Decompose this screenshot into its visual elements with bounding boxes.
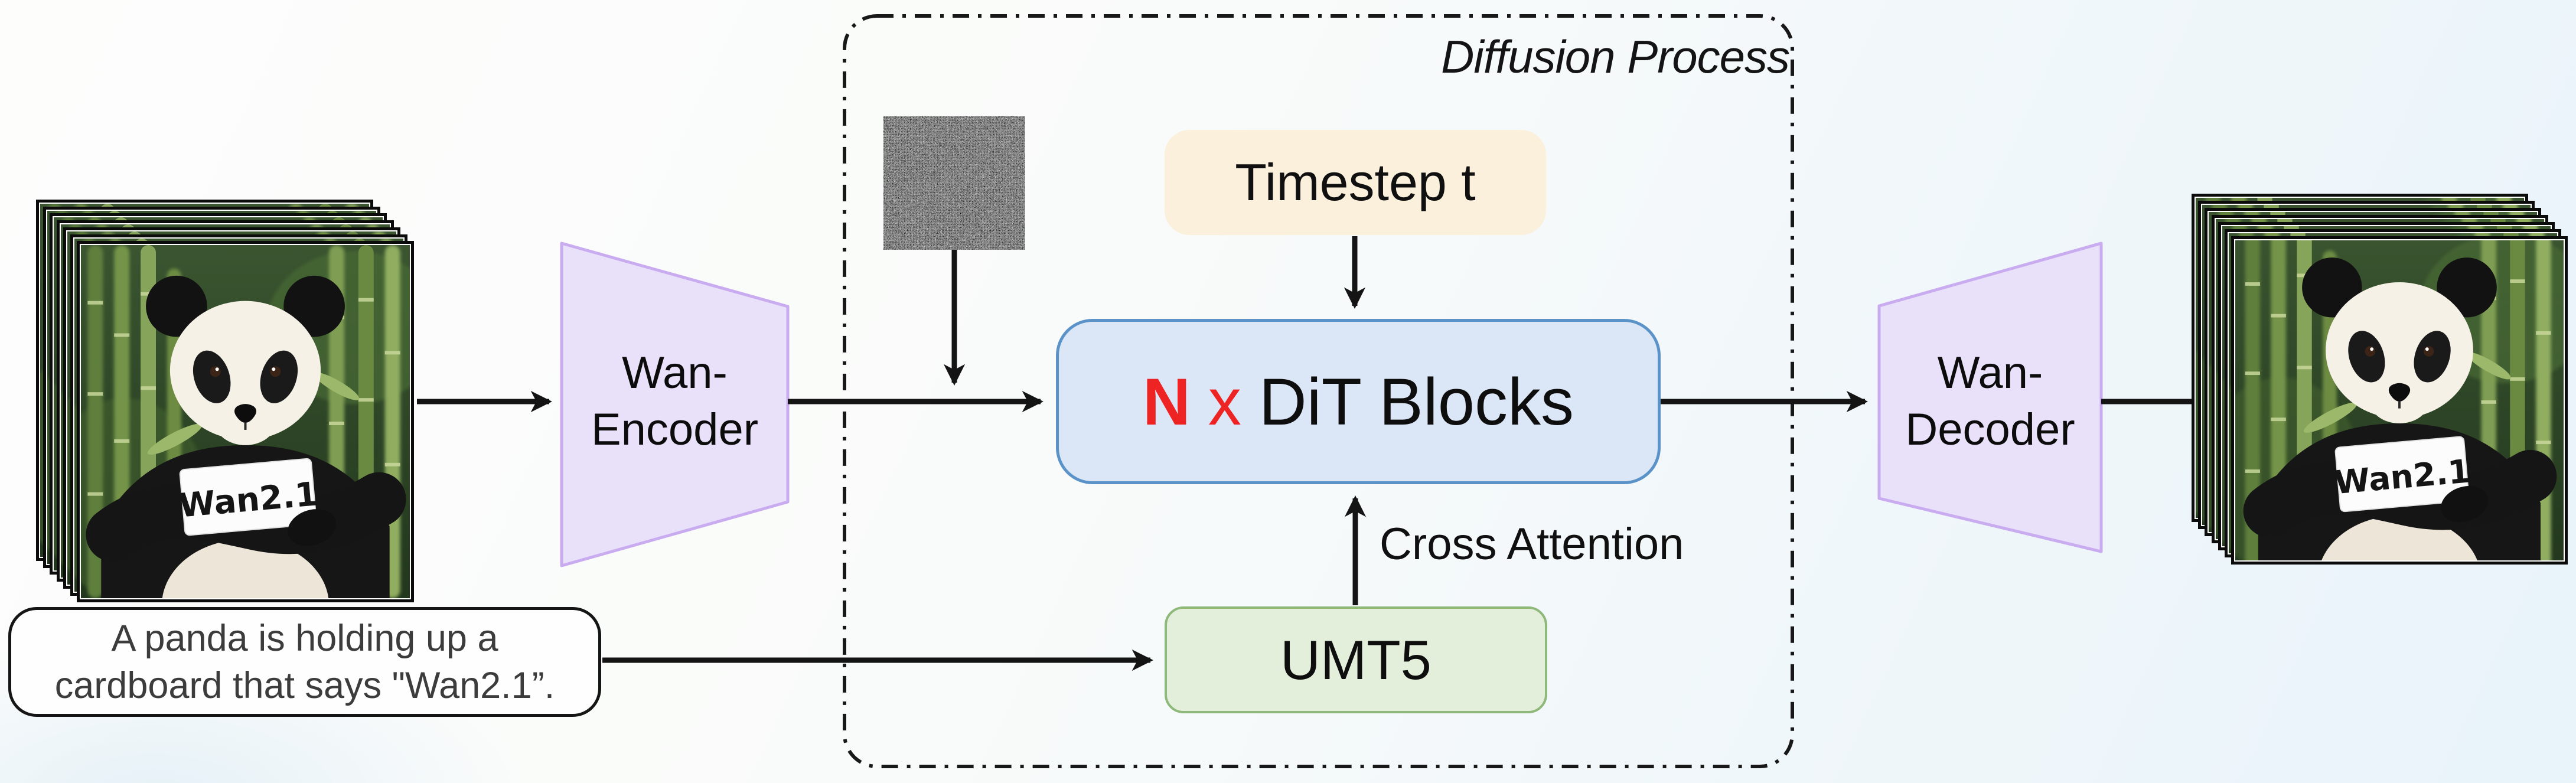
dit-blocks-box: N x DiT Blocks <box>1056 319 1661 484</box>
timestep-label: Timestep t <box>1235 153 1476 211</box>
prompt-line-2: cardboard that says "Wan2.1”. <box>54 665 555 706</box>
panda-frame-image <box>2235 240 2564 560</box>
video-frame <box>2231 236 2568 565</box>
cross-attention-label: Cross Attention <box>1380 519 1684 569</box>
wan-encoder-line1: Wan- <box>622 348 728 398</box>
timestep-box: Timestep t <box>1165 130 1546 235</box>
wan-decoder-line1: Wan- <box>1937 348 2043 398</box>
prompt-line-1: A panda is holding up a <box>111 618 498 659</box>
wan-encoder-line2: Encoder <box>591 404 759 455</box>
video-frame <box>77 241 414 603</box>
input-video-frames <box>36 200 420 607</box>
wan-decoder-shape <box>1877 242 2103 553</box>
output-video-frames <box>2192 194 2575 572</box>
diffusion-process-boundary <box>843 14 1794 768</box>
prompt-text-box: A panda is holding up a cardboard that s… <box>8 607 601 717</box>
wan-decoder-line2: Decoder <box>1905 404 2075 455</box>
wan-decoder-label: Wan- Decoder <box>1879 329 2101 474</box>
dit-times-symbol: x <box>1208 364 1241 439</box>
umt5-box: UMT5 <box>1165 606 1547 713</box>
umt5-label: UMT5 <box>1280 628 1432 691</box>
noise-patch-icon <box>883 116 1025 250</box>
wan-encoder-shape <box>560 242 790 567</box>
dit-blocks-label: DiT Blocks <box>1258 364 1574 439</box>
dit-n-count: N <box>1142 364 1191 439</box>
diffusion-process-title: Diffusion Process <box>1441 31 1790 83</box>
wan-encoder-label: Wan- Encoder <box>562 329 788 474</box>
panda-frame-image <box>81 245 410 598</box>
